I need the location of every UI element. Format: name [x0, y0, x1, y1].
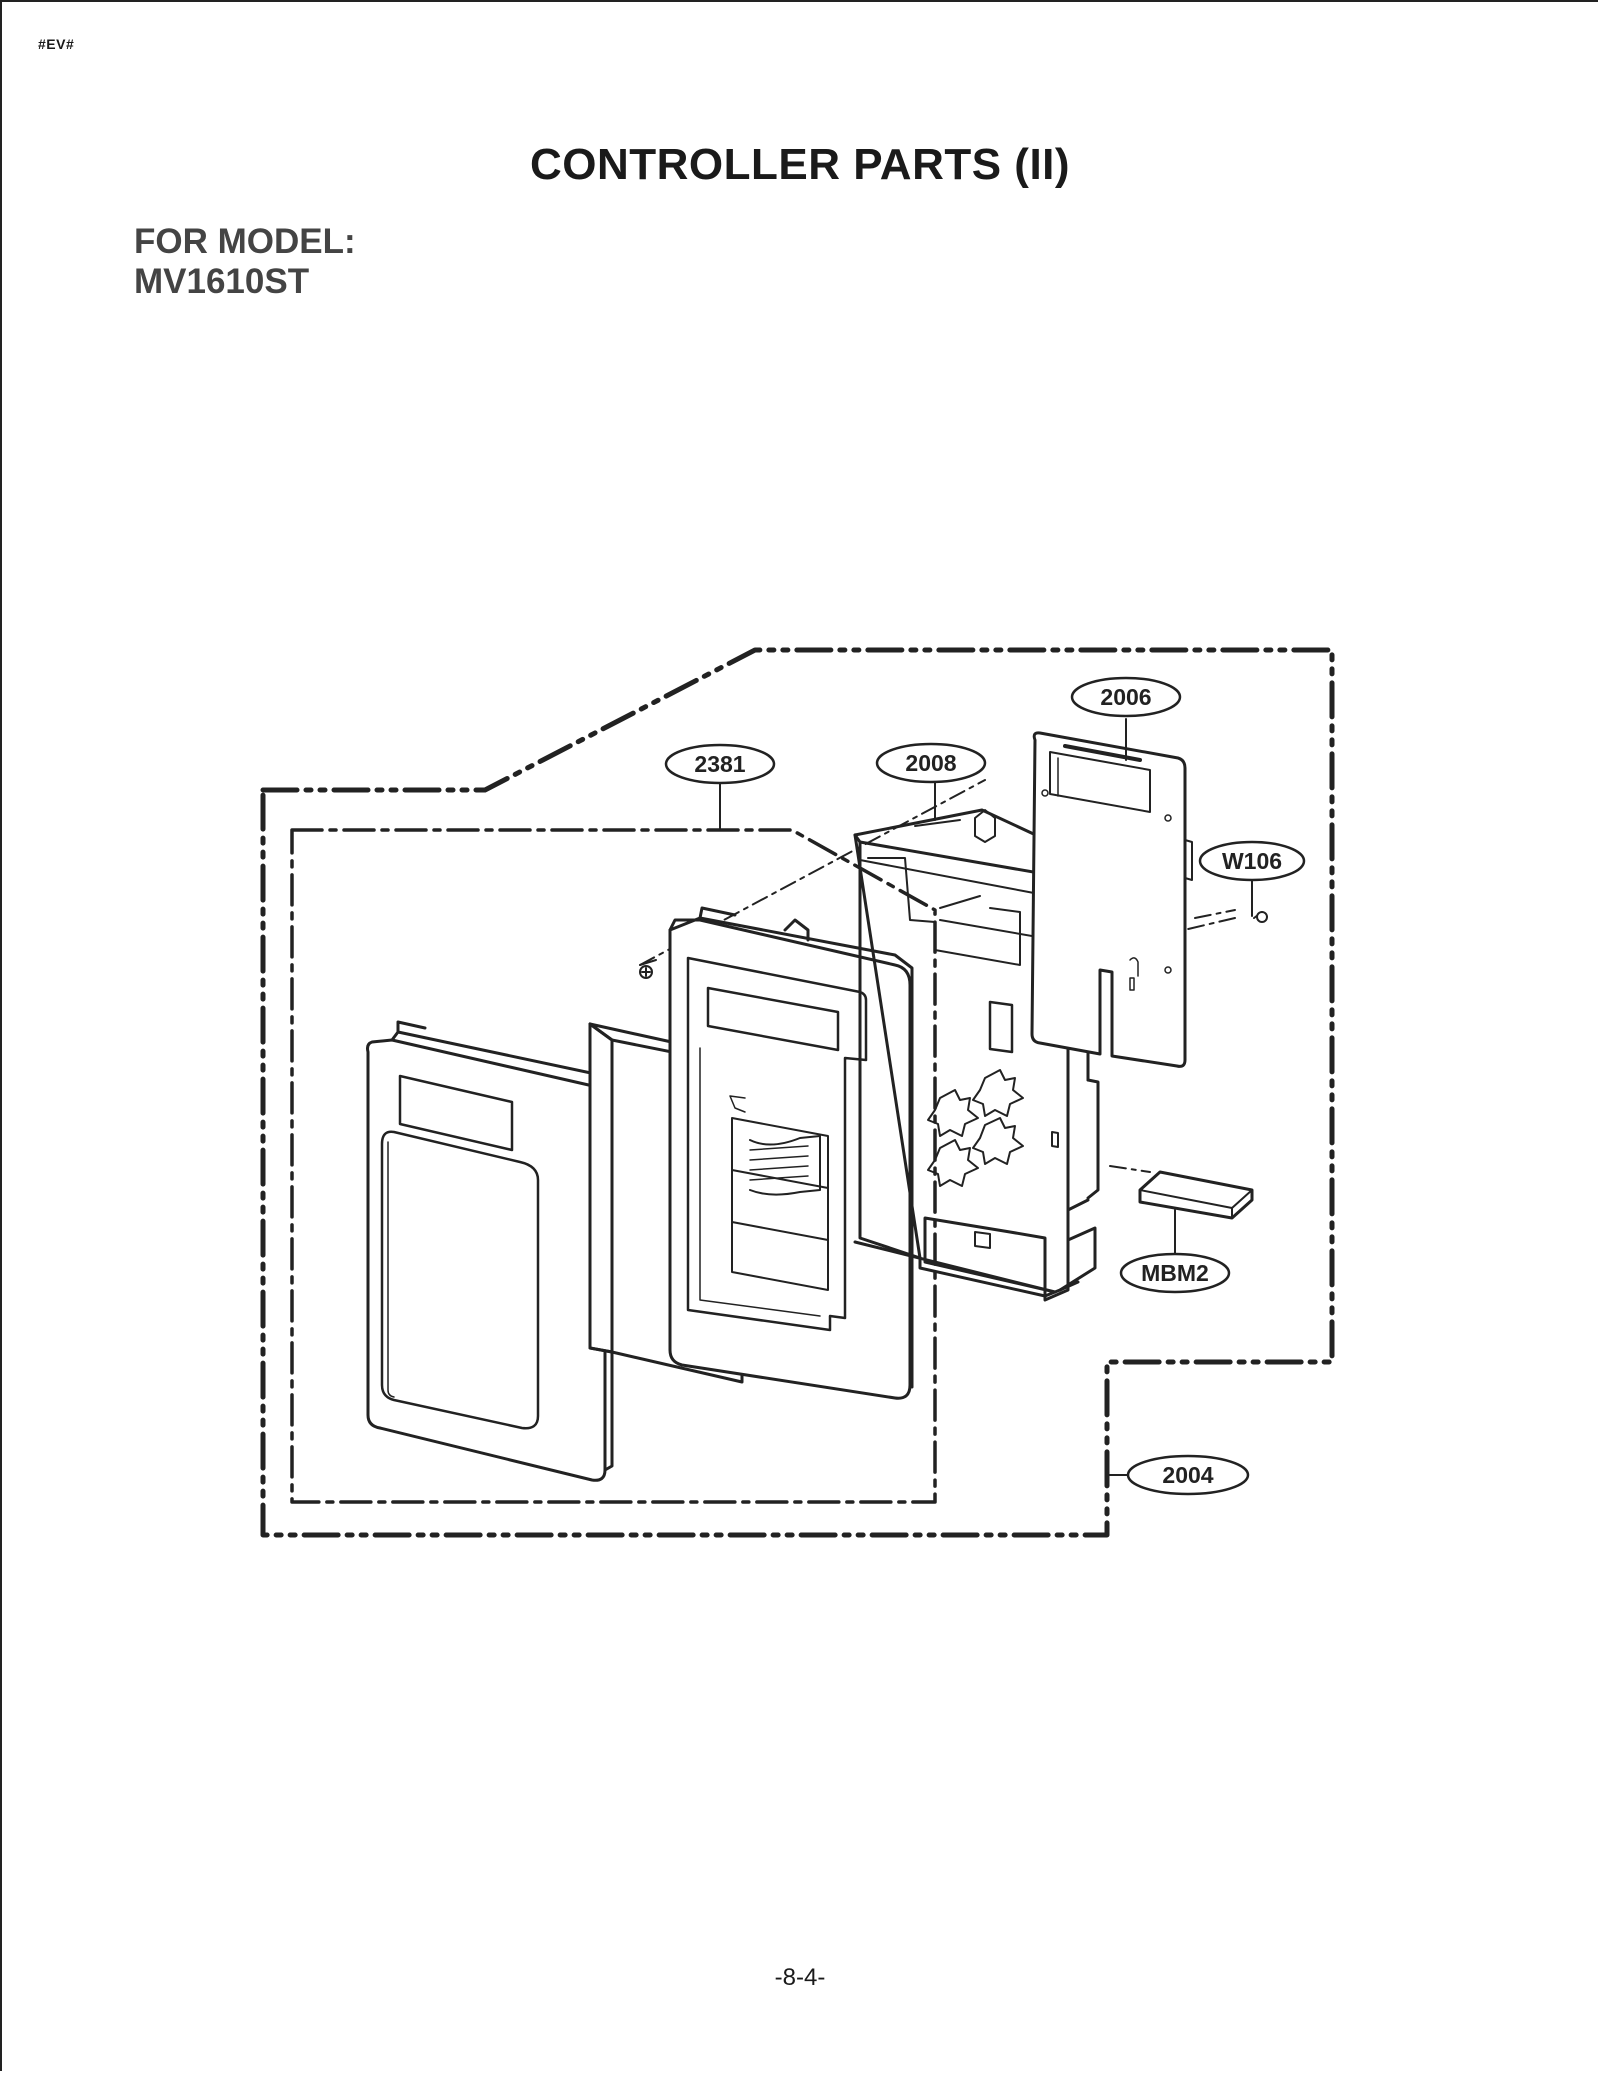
- callout-mbm2: MBM2: [1119, 1252, 1231, 1294]
- document-code: #EV#: [38, 36, 75, 52]
- callout-2004: 2004: [1126, 1454, 1250, 1496]
- model-label: FOR MODEL:: [134, 222, 356, 261]
- callout-2008: 2008: [875, 742, 987, 784]
- callout-label-2008: 2008: [905, 750, 956, 776]
- connector-block-part: [1138, 1170, 1254, 1220]
- callout-label-w106: W106: [1222, 848, 1282, 874]
- callout-w106: W106: [1198, 840, 1306, 882]
- callout-2006: 2006: [1070, 676, 1182, 718]
- inner-assembly-boundary: [290, 828, 937, 1504]
- pcb-part: [1030, 731, 1193, 1068]
- front-panel-part: [366, 1020, 614, 1482]
- screw-part: [639, 959, 657, 979]
- callout-label-mbm2: MBM2: [1141, 1260, 1209, 1286]
- display-frame-part: [668, 906, 914, 1400]
- callout-2381: 2381: [664, 743, 776, 785]
- callout-label-2006: 2006: [1100, 684, 1151, 710]
- callout-label-2381: 2381: [694, 751, 745, 777]
- screw-w106-part: [1253, 911, 1268, 923]
- page-title: CONTROLLER PARTS (II): [529, 140, 1071, 189]
- callout-label-2004: 2004: [1162, 1462, 1213, 1488]
- model-number: MV1610ST: [134, 262, 310, 301]
- outer-assembly-boundary: [260, 647, 1335, 1538]
- page-number: -8-4-: [774, 1964, 826, 1991]
- model-heading: FOR MODEL: MV1610ST: [134, 222, 356, 302]
